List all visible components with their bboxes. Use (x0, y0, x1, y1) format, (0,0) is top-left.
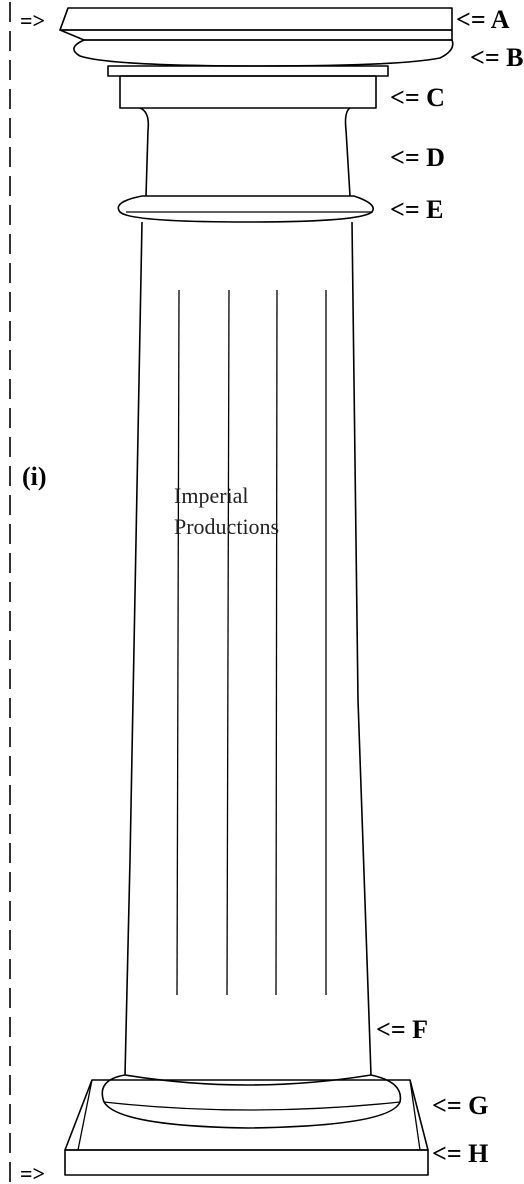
label-h: <= H (432, 1139, 488, 1168)
label-g: <= G (432, 1091, 488, 1120)
label-a: <= A (456, 5, 510, 34)
label-f: <= F (376, 1015, 428, 1044)
bottom-arrow-label: => (20, 1161, 45, 1184)
necking (139, 107, 351, 197)
annulet-band (107, 65, 389, 109)
watermark-line-2: Productions (174, 514, 279, 539)
abacus-slab (59, 7, 453, 41)
plinth (64, 1079, 429, 1176)
astragal-ring (117, 195, 374, 223)
label-e: <= E (390, 195, 443, 224)
label-b: <= B (470, 43, 523, 72)
watermark-line-1: Imperial (174, 483, 249, 508)
column-shaft (124, 221, 372, 1076)
top-arrow-label: => (20, 8, 45, 33)
echinus (73, 39, 454, 67)
label-d: <= D (390, 143, 445, 172)
height-label: (i) (22, 462, 47, 491)
label-c: <= C (390, 83, 445, 112)
torus-base (101, 1074, 402, 1129)
shaft-flutes (176, 289, 327, 996)
